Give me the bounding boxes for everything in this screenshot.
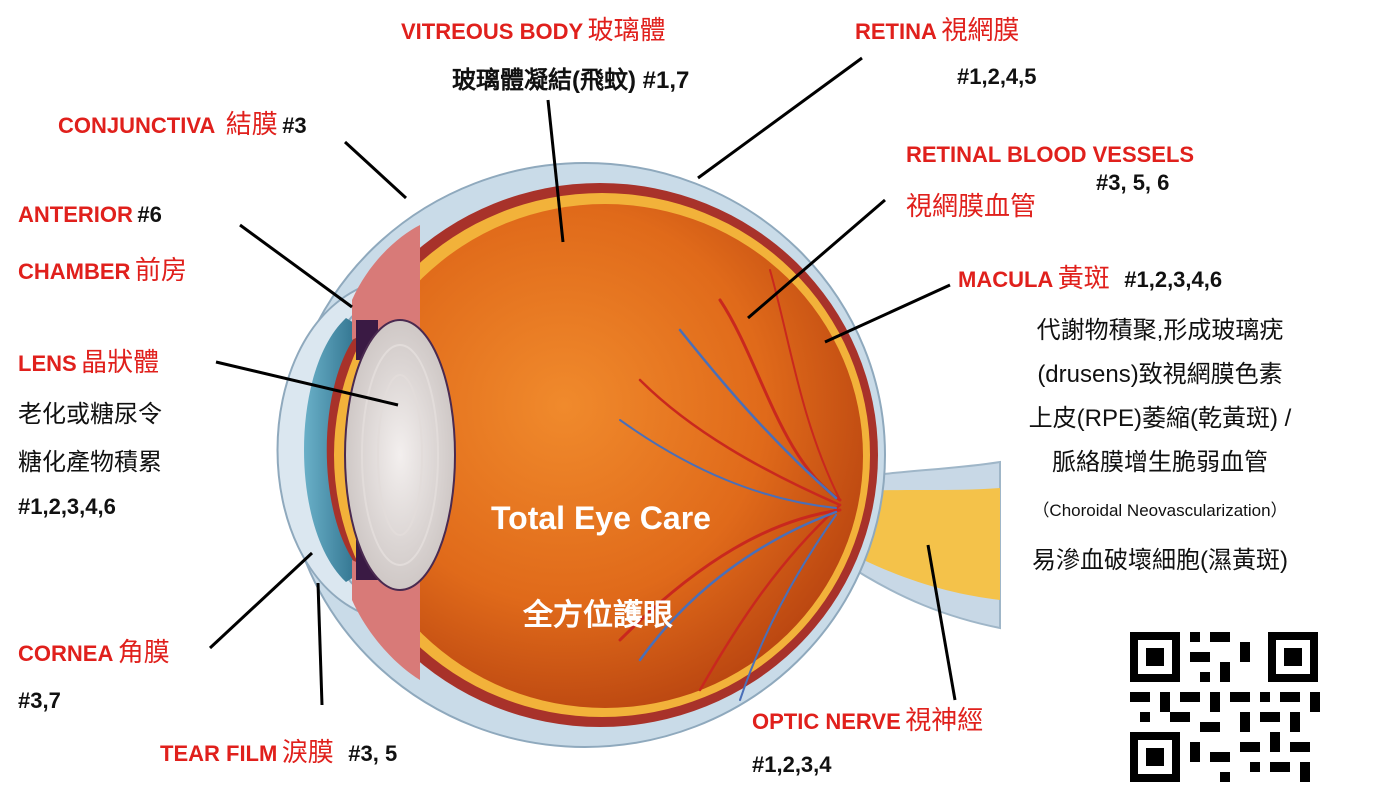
conjunctiva-zh: 結膜	[226, 109, 278, 139]
macula-description: 代謝物積聚,形成玻璃疣 (drusens)致視網膜色素 上皮(RPE)萎縮(乾黃…	[960, 310, 1360, 584]
optic-zh: 視神經	[905, 705, 983, 735]
vitreous-label: VITREOUS BODY 玻璃體	[401, 10, 666, 47]
anterior-num: #6	[137, 202, 161, 227]
vessels-num: #3, 5, 6	[1096, 170, 1169, 196]
retina-zh: 視網膜	[941, 15, 1019, 45]
macula-en: MACULA	[958, 267, 1053, 292]
vessels-zh: 視網膜血管	[906, 186, 1036, 223]
vitreous-zh: 玻璃體	[588, 15, 666, 45]
macula-num: #1,2,3,4,6	[1124, 267, 1222, 292]
optic-label: OPTIC NERVE 視神經	[752, 700, 983, 737]
conjunctiva-label: CONJUNCTIVA 結膜 #3	[58, 104, 307, 141]
retina-label: RETINA 視網膜	[855, 10, 1019, 47]
optic-num: #1,2,3,4	[752, 752, 832, 778]
macula-line-4: 脈絡膜增生脆弱血管	[960, 442, 1360, 496]
center-title: Total Eye Care	[491, 500, 711, 537]
anterior-en1: ANTERIOR	[18, 202, 133, 227]
anterior-label: ANTERIOR #6	[18, 202, 162, 228]
macula-line-6: 易滲血破壞細胞(濕黃斑)	[960, 540, 1360, 584]
tearfilm-label: TEAR FILM 淚膜 #3, 5	[160, 732, 397, 769]
macula-line-3: 上皮(RPE)萎縮(乾黃斑) /	[960, 398, 1360, 442]
optic-en: OPTIC NERVE	[752, 709, 901, 734]
macula-line-1: 代謝物積聚,形成玻璃疣	[960, 310, 1360, 354]
cornea-zh: 角膜	[118, 637, 170, 667]
lens-line-2: 糖化產物積累	[18, 442, 162, 477]
cornea-num: #3,7	[18, 688, 61, 714]
vitreous-en: VITREOUS BODY	[401, 19, 583, 44]
lens-en: LENS	[18, 351, 77, 376]
anterior-label-2: CHAMBER 前房	[18, 250, 187, 287]
anterior-en2: CHAMBER	[18, 259, 130, 284]
macula-label: MACULA 黃斑 #1,2,3,4,6	[958, 258, 1222, 295]
qr-code-icon	[1126, 628, 1322, 782]
conjunctiva-num: #3	[282, 113, 306, 138]
retina-num: #1,2,4,5	[957, 64, 1037, 90]
vitreous-desc: 玻璃體凝結(飛蚊) #1,7	[452, 60, 689, 95]
tearfilm-zh: 淚膜	[282, 737, 334, 767]
lens-num: #1,2,3,4,6	[18, 494, 116, 520]
macula-zh: 黃斑	[1058, 263, 1110, 293]
lens-line-1: 老化或糖尿令	[18, 394, 162, 429]
vessels-en: RETINAL BLOOD VESSELS	[906, 142, 1194, 168]
lens-zh: 晶狀體	[81, 347, 159, 377]
conjunctiva-en: CONJUNCTIVA	[58, 113, 215, 138]
lens-label: LENS 晶狀體	[18, 342, 159, 379]
cornea-en: CORNEA	[18, 641, 113, 666]
center-subtitle: 全方位護眼	[523, 590, 673, 634]
retina-en: RETINA	[855, 19, 937, 44]
macula-line-2: (drusens)致視網膜色素	[960, 354, 1360, 398]
anterior-zh: 前房	[135, 255, 187, 285]
macula-line-5: （Choroidal Neovascularization）	[960, 496, 1360, 540]
tearfilm-en: TEAR FILM	[160, 741, 277, 766]
cornea-label: CORNEA 角膜	[18, 632, 170, 669]
tearfilm-num: #3, 5	[348, 741, 397, 766]
